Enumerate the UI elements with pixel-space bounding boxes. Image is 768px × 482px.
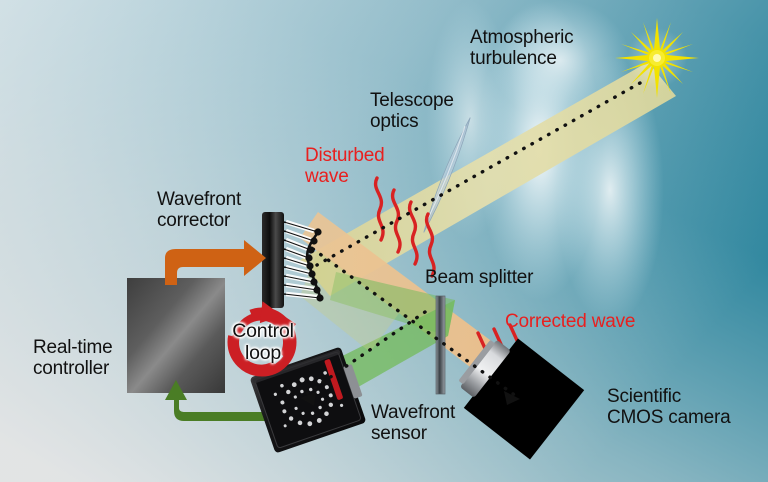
label-control-loop: Control loop	[232, 320, 294, 364]
label-atmospheric-turbulence: Atmospheric turbulence	[470, 27, 574, 70]
incoming-starlight-beam	[300, 62, 676, 296]
guide-star	[615, 18, 699, 98]
label-corrected-wave: Corrected wave	[505, 311, 636, 332]
telescope-lens	[423, 117, 471, 233]
real-time-controller-box	[127, 278, 225, 393]
beam-overlap-tint	[300, 250, 400, 352]
optical-axis-dotted-path	[298, 81, 642, 401]
feedback-arrow-orange	[165, 240, 266, 285]
label-disturbed-wave: Disturbed wave	[305, 145, 385, 188]
label-telescope-optics: Telescope optics	[370, 90, 454, 133]
label-scientific-cmos-camera: Scientific CMOS camera	[607, 386, 731, 429]
label-wavefront-sensor: Wavefront sensor	[371, 402, 456, 445]
sensor-spot-pattern	[273, 371, 344, 428]
control-loop-badge	[227, 301, 297, 377]
deformable-mirror	[262, 212, 324, 308]
label-beam-splitter: Beam splitter	[425, 267, 534, 288]
label-real-time-controller: Real-time controller	[33, 337, 113, 380]
label-wavefront-corrector: Wavefront corrector	[157, 189, 242, 232]
scientific-cmos-camera-body	[459, 338, 585, 460]
disturbed-wavefront-squiggles	[373, 176, 436, 278]
optical-axis-arrowheads	[300, 391, 520, 406]
